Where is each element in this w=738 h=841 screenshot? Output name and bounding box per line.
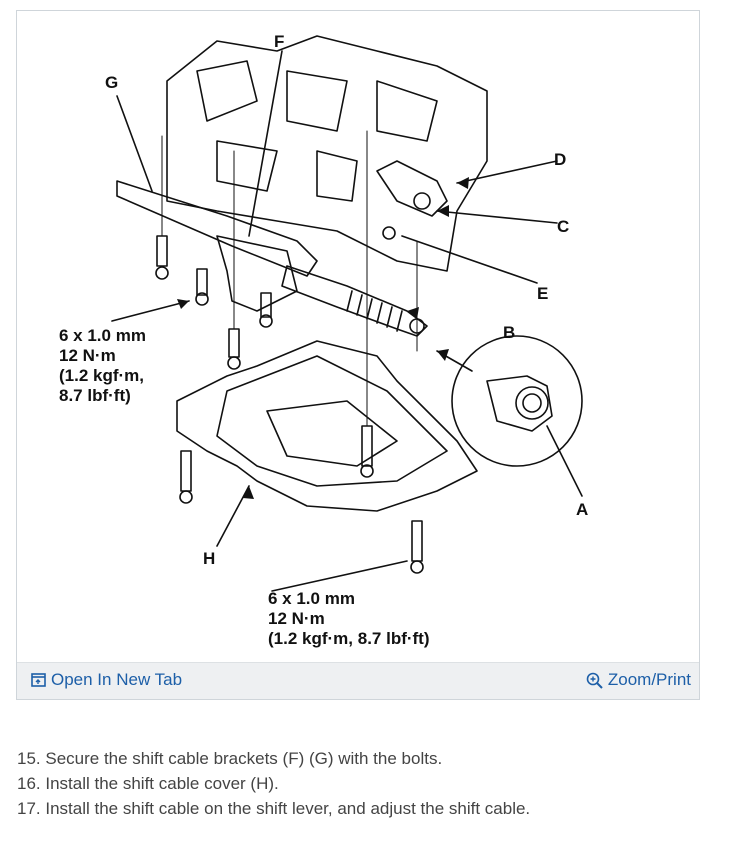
bracket-f	[216, 235, 298, 312]
open-new-tab-icon	[31, 673, 46, 687]
callout-c: C	[557, 217, 569, 236]
shift-lever	[376, 160, 448, 217]
callout-f: F	[274, 32, 284, 51]
spec-left-line4: 8.7 lbf·ft)	[59, 386, 131, 405]
spec-left-line2: 12 N·m	[59, 346, 116, 365]
callout-b: B	[503, 323, 515, 342]
zoom-print-label: Zoom/Print	[607, 670, 691, 689]
callout-h: H	[203, 549, 215, 568]
callout-a: A	[576, 500, 588, 519]
spec-bottom-line1: 6 x 1.0 mm	[268, 589, 355, 608]
spec-bottom-line3: (1.2 kgf·m, 8.7 lbf·ft)	[268, 629, 430, 648]
torque-spec-left: 6 x 1.0 mm 12 N·m (1.2 kgf·m, 8.7 lbf·ft…	[59, 326, 146, 405]
open-in-new-tab-link[interactable]: Open In New Tab	[31, 670, 182, 690]
callout-g: G	[105, 73, 118, 92]
step-17: 17. Install the shift cable on the shift…	[17, 799, 531, 818]
callout-e: E	[537, 284, 548, 303]
figure-card: G F D C E B A H 6 x 1.0 mm 12 N·m (1.2 k…	[16, 10, 700, 700]
detail-circle-b	[451, 335, 583, 467]
transmission-housing	[166, 35, 488, 272]
callout-d: D	[554, 150, 566, 169]
cable-cover-h	[176, 340, 478, 512]
step-15: 15. Secure the shift cable brackets (F) …	[17, 749, 443, 768]
torque-spec-bottom: 6 x 1.0 mm 12 N·m (1.2 kgf·m, 8.7 lbf·ft…	[268, 589, 430, 648]
step-16: 16. Install the shift cable cover (H).	[17, 774, 279, 793]
spec-left-line3: (1.2 kgf·m,	[59, 366, 144, 385]
spec-left-line1: 6 x 1.0 mm	[59, 326, 146, 345]
zoom-print-link[interactable]: Zoom/Print	[586, 670, 691, 690]
figure-toolbar: Open In New Tab Zoom/Print	[17, 662, 699, 699]
open-in-new-tab-label: Open In New Tab	[51, 670, 183, 689]
shift-cable	[281, 265, 428, 337]
zoom-in-icon	[586, 672, 603, 689]
instruction-steps: 15. Secure the shift cable brackets (F) …	[17, 746, 530, 821]
bracket-g	[116, 180, 318, 277]
spec-bottom-line2: 12 N·m	[268, 609, 325, 628]
bolts	[155, 235, 424, 574]
shift-cable-diagram: G F D C E B A H 6 x 1.0 mm 12 N·m (1.2 k…	[59, 32, 588, 648]
